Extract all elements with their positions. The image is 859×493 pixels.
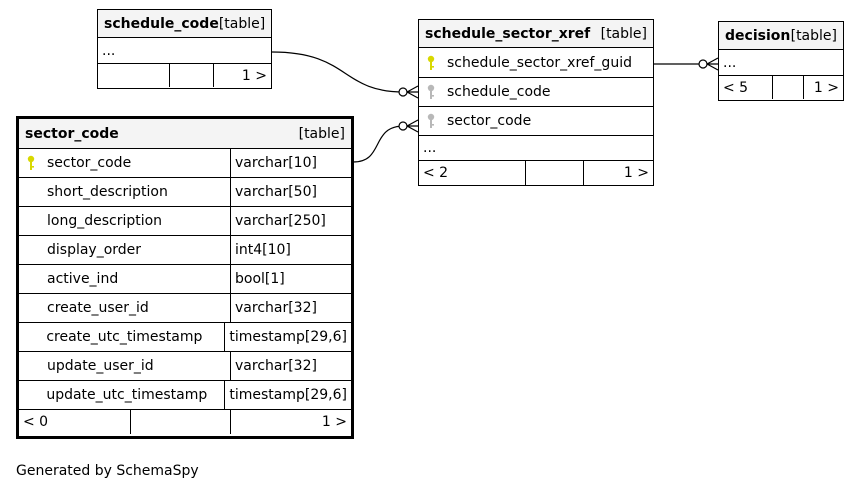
table-footer: < 0 1 > <box>19 410 351 434</box>
column-type: varchar[250] <box>235 213 326 229</box>
column-row[interactable]: create_utc_timestamp timestamp[29,6] <box>19 323 351 352</box>
footer-left: < 5 <box>719 76 773 99</box>
column-row[interactable]: active_ind bool[1] <box>19 265 351 294</box>
edge-schedule-code-to-xref <box>271 51 405 93</box>
column-name: short_description <box>43 178 231 206</box>
table-schedule-code[interactable]: schedule_code [table] ... 1 > <box>97 9 272 89</box>
column-type: timestamp[29,6] <box>229 329 347 345</box>
column-name: update_user_id <box>43 352 231 380</box>
table-decision[interactable]: decision [table] ... < 5 1 > <box>718 21 844 101</box>
table-name: decision <box>725 27 791 44</box>
column-row[interactable]: short_description varchar[50] <box>19 178 351 207</box>
column-row[interactable]: long_description varchar[250] <box>19 207 351 236</box>
table-name: sector_code <box>25 125 119 142</box>
table-header: schedule_code [table] <box>98 10 271 38</box>
column-type: varchar[32] <box>235 300 317 316</box>
footer-mid <box>526 161 584 185</box>
crowfoot-schedule-code <box>398 85 419 99</box>
column-row[interactable]: sector_code varchar[10] <box>19 149 351 178</box>
footer-right: 1 > <box>623 165 649 181</box>
table-header: sector_code [table] <box>19 119 351 149</box>
column-row[interactable]: display_order int4[10] <box>19 236 351 265</box>
table-kind: [table] <box>298 125 345 142</box>
column-type: varchar[32] <box>235 358 317 374</box>
footer-left: < 2 <box>419 161 526 185</box>
crowfoot-sector-code <box>398 119 419 133</box>
column-row[interactable]: schedule_code <box>419 78 653 107</box>
column-name: active_ind <box>43 265 231 293</box>
footer-right: 1 > <box>813 79 839 96</box>
table-header: schedule_sector_xref [table] <box>419 20 653 48</box>
column-row[interactable]: schedule_sector_xref_guid <box>419 48 653 78</box>
generated-by-label: Generated by SchemaSpy <box>16 463 199 479</box>
column-type: varchar[50] <box>235 184 317 200</box>
column-type: varchar[10] <box>235 155 317 171</box>
column-row[interactable]: update_user_id varchar[32] <box>19 352 351 381</box>
more-columns: ... <box>102 42 116 59</box>
table-name: schedule_sector_xref <box>425 25 591 42</box>
table-footer: < 2 1 > <box>419 161 653 185</box>
column-name: sector_code <box>43 149 231 177</box>
column-type: bool[1] <box>235 271 285 287</box>
footer-mid <box>170 64 214 87</box>
footer-right: 1 > <box>321 414 347 430</box>
table-footer: < 5 1 > <box>719 76 843 99</box>
column-name: long_description <box>43 207 231 235</box>
column-type: timestamp[29,6] <box>229 387 347 403</box>
table-kind: [table] <box>218 15 266 32</box>
column-name: create_utc_timestamp <box>42 323 226 351</box>
column-type: int4[10] <box>235 242 291 258</box>
column-row[interactable]: create_user_id varchar[32] <box>19 294 351 323</box>
column-name: display_order <box>43 236 231 264</box>
more-columns-row: ... <box>419 136 653 161</box>
footer-right: 1 > <box>241 67 267 84</box>
table-kind: [table] <box>600 25 647 42</box>
column-name: schedule_code <box>447 84 551 100</box>
table-footer: 1 > <box>98 64 271 87</box>
foreign-key-icon <box>419 78 443 106</box>
table-sector-code[interactable]: sector_code [table] sector_code varchar[… <box>16 116 354 439</box>
primary-key-icon <box>19 149 43 177</box>
footer-mid <box>131 410 231 434</box>
column-row[interactable]: update_utc_timestamp timestamp[29,6] <box>19 381 351 410</box>
column-row[interactable]: sector_code <box>419 107 653 136</box>
crowfoot-decision <box>698 57 719 71</box>
foreign-key-icon <box>419 107 443 135</box>
table-schedule-sector-xref[interactable]: schedule_sector_xref [table] schedule_se… <box>418 19 654 186</box>
column-name: create_user_id <box>43 294 231 322</box>
footer-mid <box>773 76 804 99</box>
edge-sector-code-to-xref <box>352 125 405 163</box>
table-header: decision [table] <box>719 22 843 50</box>
more-columns-row: ... <box>98 38 271 64</box>
more-columns-row: ... <box>719 50 843 76</box>
more-columns: ... <box>723 54 737 71</box>
column-name: sector_code <box>447 113 532 129</box>
column-name: update_utc_timestamp <box>42 381 226 409</box>
footer-left <box>98 64 170 87</box>
primary-key-icon <box>419 48 443 77</box>
more-columns: ... <box>423 140 437 156</box>
column-name: schedule_sector_xref_guid <box>447 54 632 71</box>
table-name: schedule_code <box>104 15 219 32</box>
footer-left: < 0 <box>19 410 131 434</box>
table-kind: [table] <box>790 27 837 44</box>
